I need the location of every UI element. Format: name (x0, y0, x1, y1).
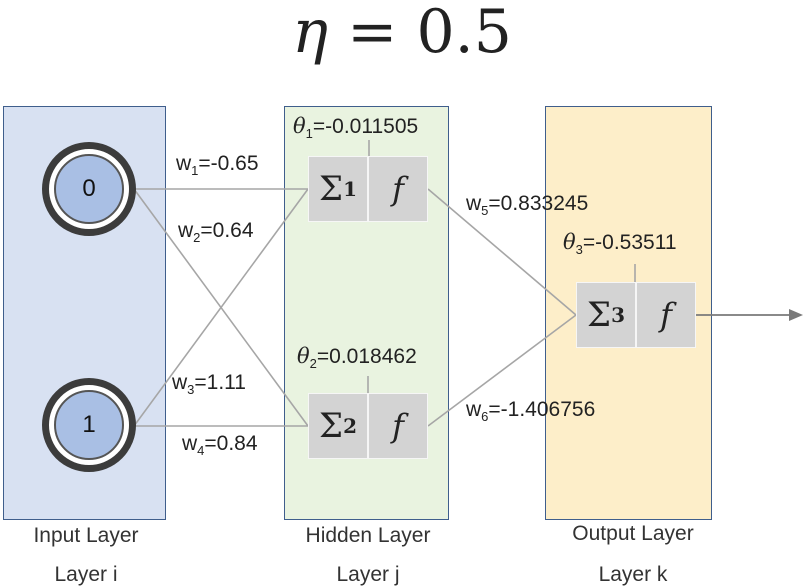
edge-w6 (427, 314, 577, 427)
edge-w5 (427, 188, 577, 316)
activation-1: f (368, 156, 428, 222)
weight-w3-label: w3=1.11 (172, 371, 246, 398)
hidden-layer-name: Hidden Layer (305, 524, 431, 547)
equals-sign: = (328, 0, 417, 67)
weight-w4-label: w4=0.84 (182, 432, 258, 459)
input-node-0-label: 0 (54, 154, 124, 224)
hidden-layer-index: Layer j (336, 563, 400, 586)
learning-rate-title: η = 0.5 (0, 0, 804, 70)
output-layer-name: Output Layer (572, 522, 694, 545)
theta3-label: θ3=-0.53511 (563, 230, 677, 258)
input-node-0: 0 (42, 142, 136, 236)
theta1-label: θ1=-0.011505 (293, 114, 419, 142)
input-layer-name: Input Layer (33, 524, 139, 547)
output-layer-index: Layer k (598, 563, 668, 586)
weight-w6-label: w6=-1.406756 (466, 398, 596, 425)
weight-w5-label: w5=0.833245 (466, 192, 589, 219)
theta2-label: θ2=0.018462 (297, 344, 417, 372)
weight-w2-label: w2=0.64 (178, 219, 254, 246)
activation-2: f (368, 393, 428, 459)
eta-symbol: η (292, 0, 329, 67)
weight-w1-label: w1=-0.65 (176, 152, 259, 179)
edge-w3 (133, 188, 309, 427)
learning-rate-value: 0.5 (416, 0, 512, 67)
activation-3: f (636, 282, 696, 348)
input-node-1: 1 (42, 378, 136, 472)
input-node-1-label: 1 (54, 390, 124, 460)
output-arrow-head (789, 309, 803, 321)
input-layer-index: Layer i (54, 563, 118, 586)
